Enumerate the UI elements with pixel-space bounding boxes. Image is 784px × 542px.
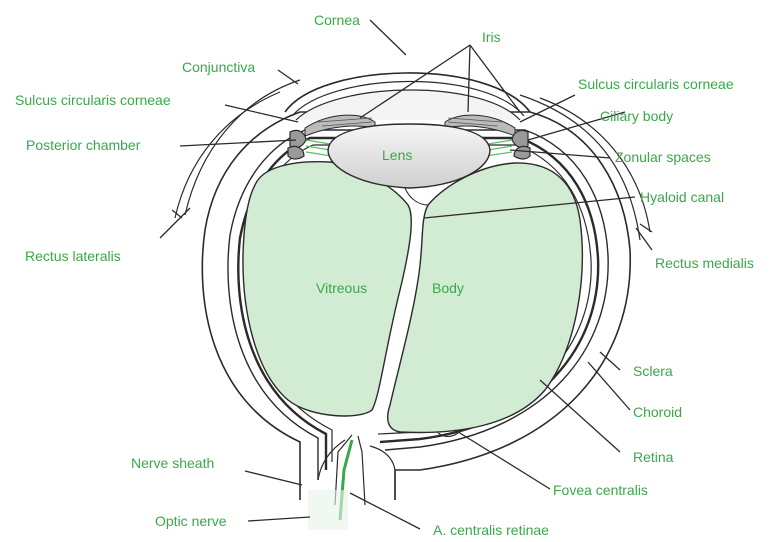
ciliary-body-left — [288, 130, 306, 159]
label-conjunctiva: Conjunctiva — [182, 59, 255, 75]
label-posterior-chamber: Posterior chamber — [26, 137, 141, 153]
label-rectus-medialis: Rectus medialis — [655, 255, 754, 271]
label-vitreous: Vitreous — [316, 280, 367, 296]
label-lens: Lens — [382, 147, 412, 163]
label-hyaloid-canal: Hyaloid canal — [640, 189, 724, 205]
label-nerve-sheath: Nerve sheath — [131, 455, 214, 471]
label-body: Body — [432, 280, 464, 296]
optic-nerve-structure — [308, 435, 395, 530]
label-choroid: Choroid — [633, 404, 682, 420]
ciliary-body-right — [512, 130, 530, 159]
label-rectus-lateralis: Rectus lateralis — [25, 248, 121, 264]
label-iris: Iris — [482, 29, 501, 45]
label-fovea-centralis: Fovea centralis — [553, 482, 648, 498]
label-sulcus-circularis-right: Sulcus circularis corneae — [578, 76, 734, 92]
label-sclera: Sclera — [633, 363, 673, 379]
label-a-centralis-retinae: A. centralis retinae — [433, 522, 549, 538]
label-optic-nerve: Optic nerve — [155, 513, 227, 529]
label-retina: Retina — [633, 449, 674, 465]
hyaloid-canal — [405, 188, 428, 205]
label-sulcus-circularis-left: Sulcus circularis corneae — [15, 92, 171, 108]
label-ciliary-body: Ciliary body — [600, 108, 673, 124]
label-zonular-spaces: Zonular spaces — [615, 149, 711, 165]
label-cornea: Cornea — [314, 12, 360, 28]
